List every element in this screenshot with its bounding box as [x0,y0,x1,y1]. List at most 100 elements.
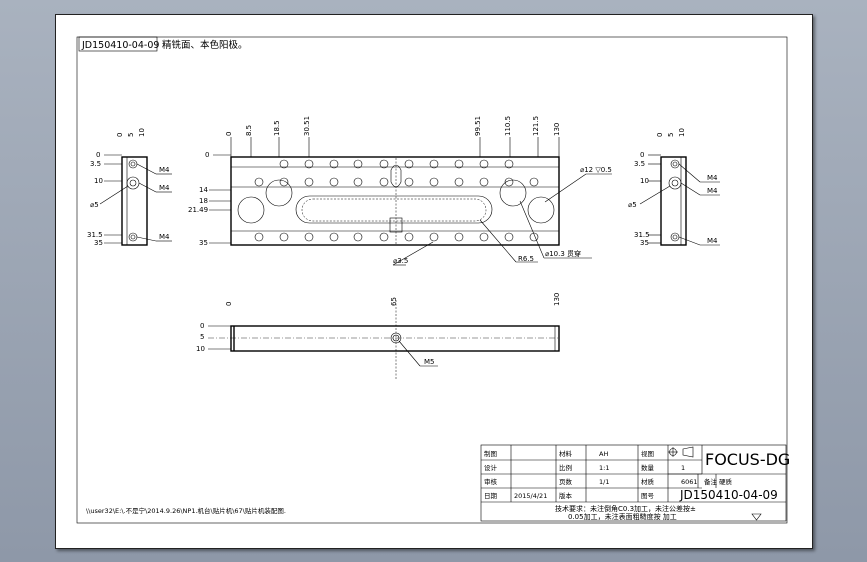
title-block-cell: 审核 [484,477,498,486]
left-hdim-0: 0 [116,133,124,137]
mounting-hole [479,159,489,169]
left-callout-m4-mid: M4 [159,184,170,192]
top-hdim: 8.5 [245,125,253,136]
mounting-hole [504,232,514,242]
top-hdim: 18.5 [273,120,281,136]
mounting-hole [304,159,314,169]
top-vdim-35: 35 [199,239,208,247]
left-vdim-31-5: 31.5 [87,231,103,239]
top-hdim: 0 [225,132,233,136]
title-block-cell: 材质 [641,477,655,486]
counterbore-hole-4 [527,196,555,224]
front-hdim-65: 65 [390,297,398,306]
right-hdim-0: 0 [656,133,664,137]
surface-finish-icon [751,513,762,521]
title-block-cell: 1/1 [599,478,609,486]
top-hdim: 121.5 [532,116,540,136]
title-block-cell: 备注 [704,477,718,486]
title-block-cell: 1 [681,464,685,472]
mounting-hole [329,232,339,242]
right-callout-d5: ⌀5 [628,201,637,209]
left-vdim-35: 35 [94,239,103,247]
left-hdim-10: 10 [138,128,146,137]
mounting-hole [279,159,289,169]
front-view: M5 0 65 130 0 5 10 [196,293,561,380]
left-vdim-3-5: 3.5 [90,160,101,168]
right-callout-m4-mid: M4 [707,187,718,195]
title-block-cell: 制图 [484,449,497,458]
front-view-outline [230,325,560,352]
mounting-hole [529,177,539,187]
right-view-outline [660,156,687,246]
top-hdim: 99.51 [474,116,482,136]
left-vdim-10: 10 [94,177,103,185]
mounting-hole [479,177,489,187]
mounting-hole [529,232,539,242]
mounting-hole [429,232,439,242]
inner-border [76,36,788,524]
title-block-cell: 硬质 [719,477,733,486]
callout-d3-5: ⌀3.5 [393,257,408,265]
mounting-hole [353,159,363,169]
top-hdim: 30.51 [303,116,311,136]
drawing-number: JD150410-04-09 [679,488,778,502]
slot [295,195,493,224]
mounting-hole [504,159,514,169]
right-vdim-0: 0 [640,151,644,159]
callout-d10-3: ⌀10.3 贯穿 [545,249,581,258]
part-number-box [78,36,158,52]
right-vdim-35: 35 [640,239,649,247]
mounting-hole [379,232,389,242]
callout-r6-5: R6.5 [518,255,534,263]
title-block-cell: 日期 [484,492,498,500]
top-vdim-21-49: 21.49 [188,206,208,214]
counterbore-hole-2 [237,196,265,224]
title-block-cell: 2015/4/21 [514,492,547,500]
right-vdim-10: 10 [640,177,649,185]
description-label: 精铣面、本色阳极。 [162,39,248,51]
mounting-hole [379,177,389,187]
left-callout-m4-bot: M4 [159,233,170,241]
mounting-hole [254,232,264,242]
mounting-hole [329,159,339,169]
front-vdim-5: 5 [200,333,204,341]
mounting-hole [379,159,389,169]
mounting-hole [454,159,464,169]
right-view: 0 5 10 0 3.5 10 31.5 35 M4 M4 ⌀5 M4 [628,128,720,247]
counterbore-hole-3 [499,179,527,207]
top-vdim-0: 0 [205,151,209,159]
right-callout-m4-bot: M4 [707,237,718,245]
title-block-cell: 视图 [641,449,654,458]
mounting-hole [454,232,464,242]
mounting-hole [353,232,363,242]
title-block-cell: 数量 [641,463,655,472]
front-callout-m5: M5 [424,358,435,366]
file-path: \\user32\E:\.不是宁\2014.9.26\NP1.机台\贴片机\67… [86,506,286,515]
bottom-hole-row [254,232,539,242]
mounting-hole [429,159,439,169]
title-block-cell: 页数 [559,477,573,486]
title-block-cell: 版本 [559,491,573,500]
mounting-hole [329,177,339,187]
mounting-hole [504,177,514,187]
top-hdim: 110.5 [504,116,512,136]
left-hdim-5: 5 [127,133,135,137]
front-hdim-130: 130 [553,293,561,306]
title-block-cell: 比例 [559,463,572,472]
title-block-cell: 材料 [559,449,573,458]
left-callout-d5: ⌀5 [90,201,99,209]
mounting-hole [353,177,363,187]
title-block-cell: AH [599,450,608,458]
mounting-hole [404,177,414,187]
callout-d12: ⌀12 ▽0.5 [580,166,612,174]
right-hdim-10: 10 [678,128,686,137]
mounting-hole [479,232,489,242]
left-vdim-0: 0 [96,151,100,159]
mounting-hole [279,232,289,242]
company-name: FOCUS-DG [705,450,790,469]
mounting-hole [254,177,264,187]
right-vdim-31-5: 31.5 [634,231,650,239]
tech-requirement-line1: 技术要求：未注倒角C0.3加工，未注公差按± [555,504,696,513]
